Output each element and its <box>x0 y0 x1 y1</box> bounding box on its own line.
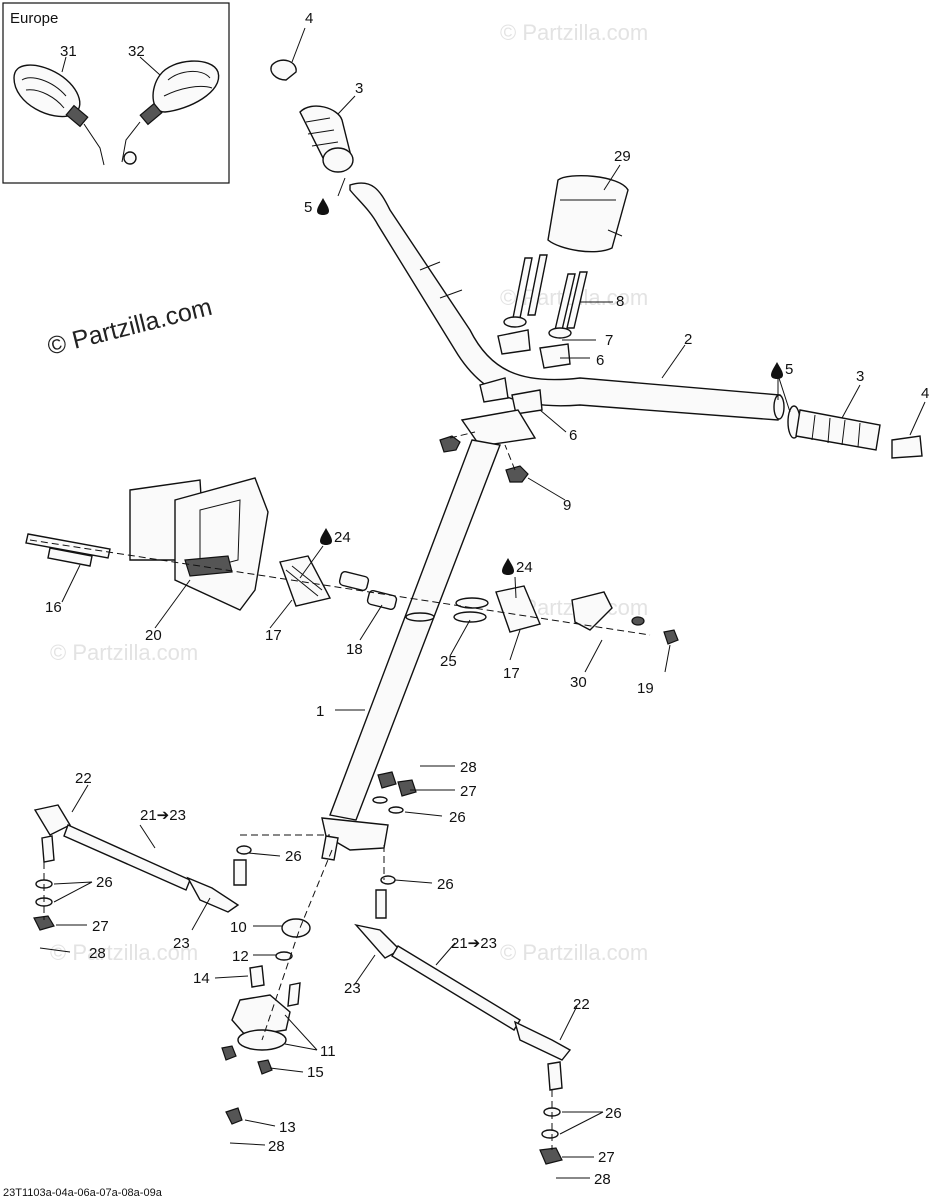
callout-5: 5 <box>304 199 312 216</box>
callout-5: 5 <box>785 361 793 378</box>
mirror-left <box>13 64 105 166</box>
support-bracket <box>25 477 269 611</box>
callout-28: 28 <box>89 945 106 962</box>
mirror-right <box>121 60 220 165</box>
callout-26: 26 <box>449 809 466 826</box>
tie-rod-left <box>33 804 240 931</box>
grease-icons <box>317 198 783 575</box>
callout-9: 9 <box>563 497 571 514</box>
callout-2: 2 <box>684 331 692 348</box>
callout-6: 6 <box>569 427 577 444</box>
callout-27: 27 <box>92 918 109 935</box>
grease-drop-icon <box>502 558 514 575</box>
callout-26: 26 <box>285 848 302 865</box>
watermark: © Partzilla.com <box>50 640 198 665</box>
callout-24: 24 <box>516 559 533 576</box>
grip-right <box>787 405 923 459</box>
callout-12: 12 <box>232 948 249 965</box>
inset-title: Europe <box>10 10 58 27</box>
watermark: © Partzilla.com <box>50 940 198 965</box>
grip-left <box>270 59 354 173</box>
callouts: 4 3 5 29 8 7 6 6 2 5 3 4 9 24 24 16 20 1… <box>45 10 929 1188</box>
pivot-blocks <box>279 555 679 645</box>
callout-25: 25 <box>440 653 457 670</box>
callout-4: 4 <box>921 385 929 402</box>
callout-3: 3 <box>856 368 864 385</box>
callout-3: 3 <box>355 80 363 97</box>
callout-14: 14 <box>193 970 210 987</box>
callout-17: 17 <box>265 627 282 644</box>
callout-18: 18 <box>346 641 363 658</box>
callout-23: 23 <box>173 935 190 952</box>
grease-drop-icon <box>317 198 329 215</box>
nuts-9 <box>439 431 529 483</box>
handlebar-cover <box>547 175 629 253</box>
callout-11: 11 <box>320 1043 336 1060</box>
handlebar <box>349 182 785 421</box>
callout-30: 30 <box>570 674 587 691</box>
leader-lines <box>39 27 926 1179</box>
lower-bearing-assembly <box>221 845 311 1125</box>
callout-7: 7 <box>605 332 613 349</box>
watermark-main: © Partzilla.com <box>45 293 215 361</box>
callout-10: 10 <box>230 919 247 936</box>
callout-28: 28 <box>460 759 477 776</box>
callout-17: 17 <box>503 665 520 682</box>
callout-8: 8 <box>616 293 624 310</box>
callout-29: 29 <box>614 148 631 165</box>
column-hardware-right <box>372 771 417 919</box>
callout-22: 22 <box>75 770 92 787</box>
callout-28: 28 <box>268 1138 285 1155</box>
callout-19: 19 <box>637 680 654 697</box>
callout-31: 31 <box>60 43 77 60</box>
callout-27: 27 <box>460 783 477 800</box>
callout-26: 26 <box>605 1105 622 1122</box>
callout-32: 32 <box>128 43 145 60</box>
callout-6: 6 <box>596 352 604 369</box>
callout-28: 28 <box>594 1171 611 1188</box>
callout-24: 24 <box>334 529 351 546</box>
callout-4: 4 <box>305 10 313 27</box>
callout-1: 1 <box>316 703 324 720</box>
assembly-lines <box>29 539 651 1150</box>
callout-20: 20 <box>145 627 162 644</box>
callout-23: 23 <box>344 980 361 997</box>
background-watermarks: © Partzilla.com © Partzilla.com © Partzi… <box>50 20 648 965</box>
callout-16: 16 <box>45 599 62 616</box>
callout-26: 26 <box>96 874 113 891</box>
callout-15: 15 <box>307 1064 324 1081</box>
grease-drop-icon <box>320 528 332 545</box>
callout-21-23: 21➔23 <box>140 807 186 824</box>
grease-drop-icon <box>771 362 783 379</box>
callout-21-23: 21➔23 <box>451 935 497 952</box>
clamp-assembly <box>460 254 588 447</box>
reference-code: 23T1103a-04a-06a-07a-08a-09a <box>3 1187 163 1199</box>
callout-26: 26 <box>437 876 454 893</box>
callout-22: 22 <box>573 996 590 1013</box>
callout-13: 13 <box>279 1119 296 1136</box>
europe-inset: Europe 31 32 <box>2 2 230 184</box>
watermark: © Partzilla.com <box>500 20 648 45</box>
steering-column <box>321 439 501 861</box>
callout-27: 27 <box>598 1149 615 1166</box>
watermark: © Partzilla.com <box>500 940 648 965</box>
